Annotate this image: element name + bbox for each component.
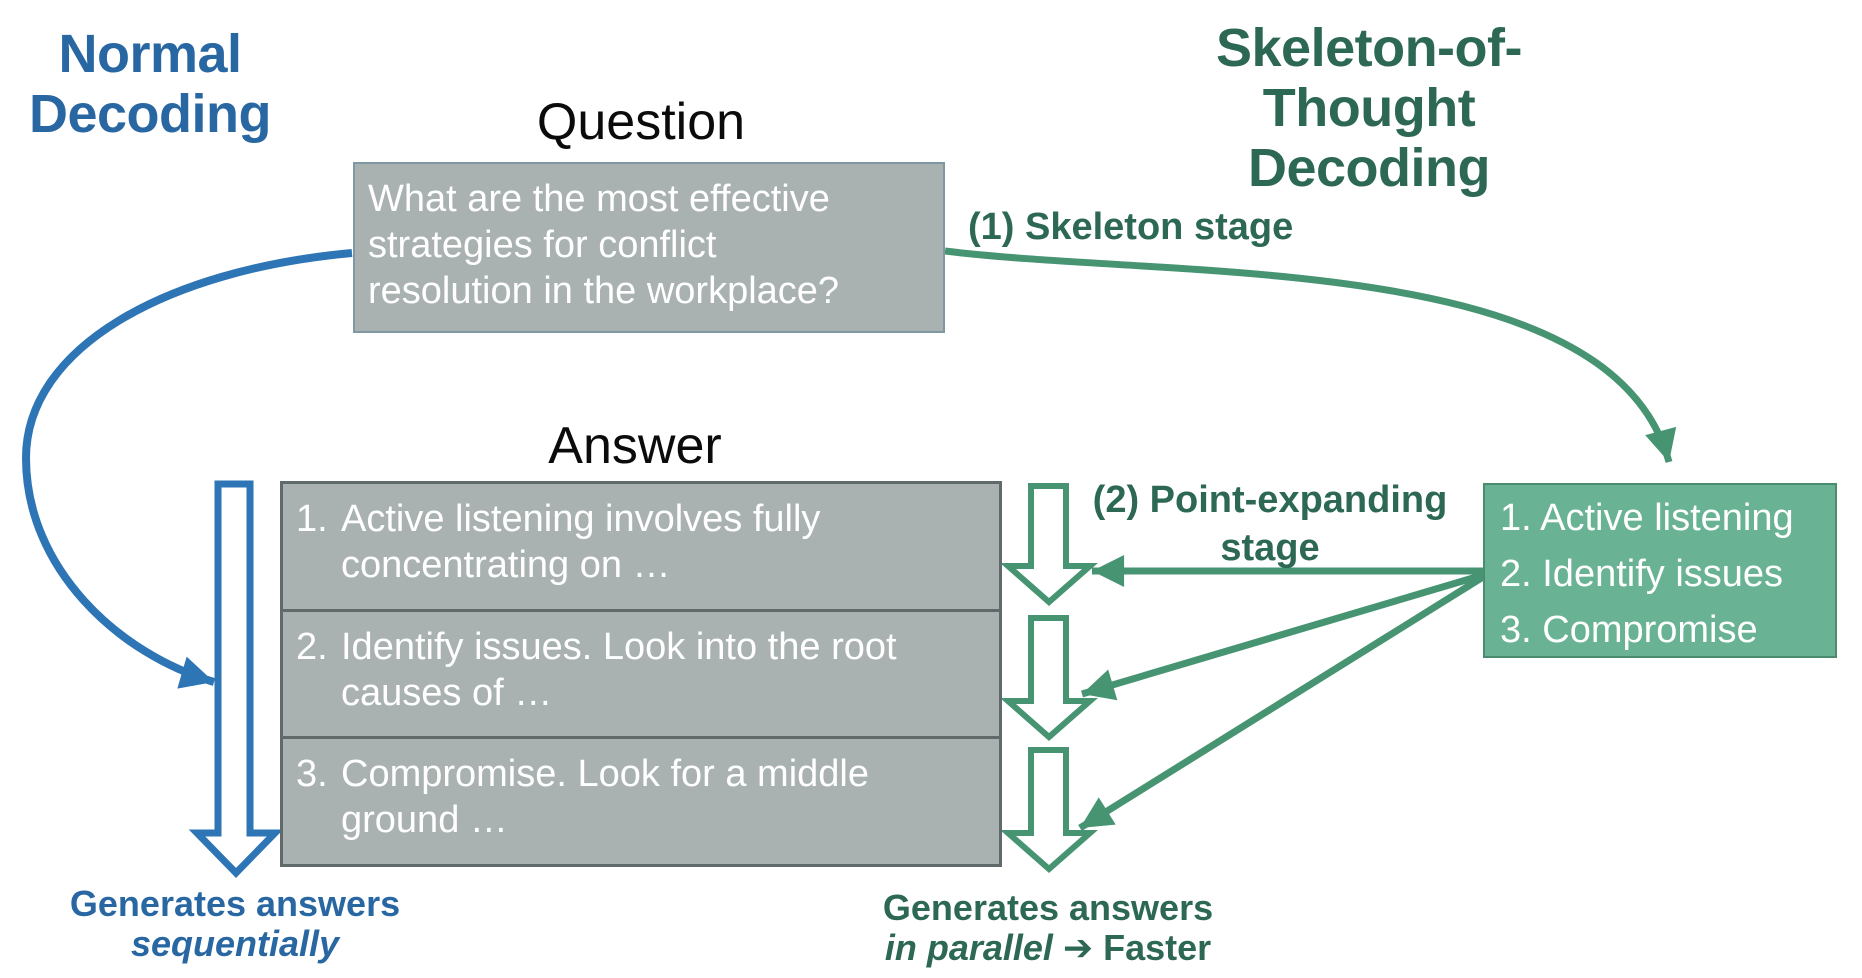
normal-footer-line1: Generates answers: [69, 883, 401, 924]
parallel-footer: Generates answers in parallel ➔ Faster: [848, 888, 1248, 968]
question-box: What are the most effective strategies f…: [353, 162, 945, 333]
normal-decoding-title: Normal Decoding: [28, 24, 272, 144]
point-expanding-stage-label: (2) Point-expanding stage: [1092, 479, 1448, 569]
normal-footer-line2: sequentially: [130, 923, 340, 964]
skeleton-box: 1. Active listening 2. Identify issues 3…: [1483, 483, 1837, 658]
expand-line-2: [1081, 571, 1484, 701]
answer-row-1-text: Active listening involves fully concentr…: [341, 498, 821, 586]
answer-row-1: 1. Active listening involves fully conce…: [283, 484, 999, 609]
answer-row-1-number: 1.: [296, 498, 328, 540]
question-heading: Question: [536, 93, 746, 151]
skeleton-stage-label: (1) Skeleton stage: [968, 206, 1294, 248]
skeleton-of-thought-title: Skeleton-of-Thought Decoding: [1215, 18, 1523, 198]
answer-row-2: 2. Identify issues. Look into the root c…: [283, 608, 999, 737]
answer-box: 1. Active listening involves fully conce…: [280, 481, 1002, 867]
parallel-footer-line1: Generates answers: [882, 887, 1214, 928]
normal-footer: Generates answers sequentially: [35, 884, 435, 964]
parallel-footer-line2: in parallel ➔ Faster: [848, 928, 1248, 968]
answer-row-3: 3. Compromise. Look for a middle ground …: [283, 736, 999, 864]
parallel-arrow-2: [1000, 615, 1098, 741]
skeleton-stage-curve-arrow: [944, 247, 1677, 463]
expand-line-3: [1078, 574, 1485, 831]
right-arrow-icon: ➔: [1062, 927, 1094, 968]
in-parallel-text: in parallel: [884, 927, 1053, 968]
answer-heading: Answer: [548, 417, 722, 475]
sequential-generation-arrow: [188, 480, 284, 879]
answer-row-3-text: Compromise. Look for a middle ground …: [341, 753, 869, 842]
answer-row-3-number: 3.: [296, 753, 328, 796]
parallel-arrow-3: [1000, 747, 1098, 873]
answer-row-2-text: Identify issues. Look into the root caus…: [341, 625, 897, 714]
faster-text: Faster: [1103, 927, 1212, 968]
answer-row-2-number: 2.: [296, 625, 328, 668]
